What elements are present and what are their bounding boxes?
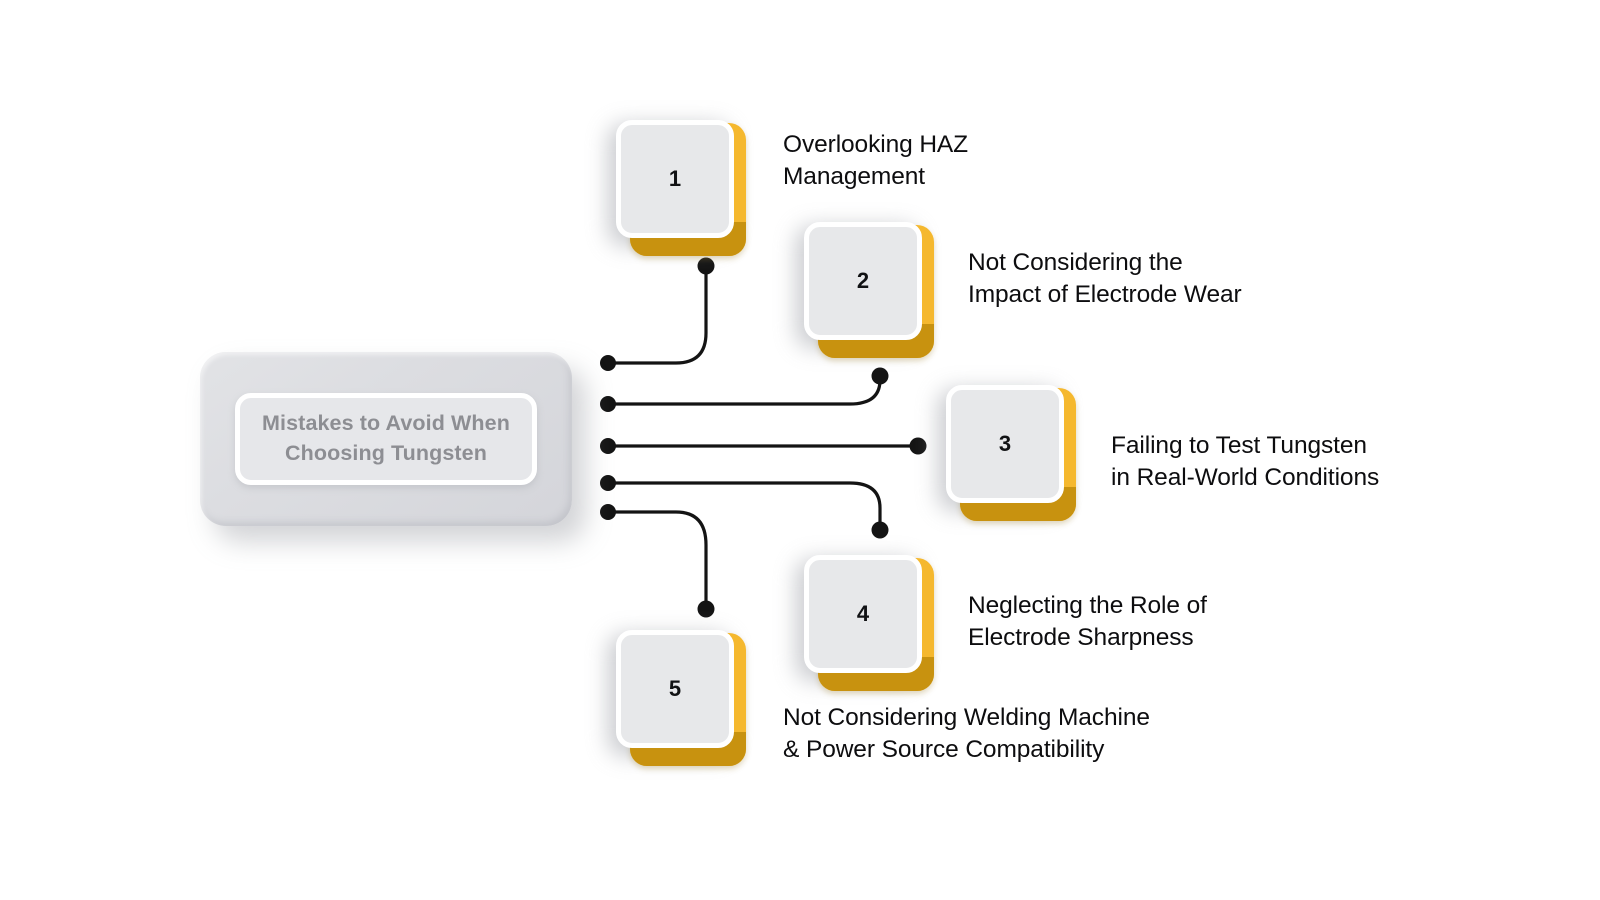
step-card-face-4: 4	[804, 555, 922, 673]
step-label-1: Overlooking HAZ Management	[783, 131, 969, 191]
step-card-stack-3: 3	[930, 375, 1076, 521]
step-card-face-2: 2	[804, 222, 922, 340]
step-card-face-5: 5	[616, 630, 734, 748]
step-label-2: Not Considering the Impact of Electrode …	[968, 249, 1242, 309]
step-number-4: 4	[856, 601, 870, 626]
connector-dot-end-hub-to-step-5	[697, 600, 715, 618]
connector-dot-end-hub-to-step-1	[697, 257, 715, 275]
step-label-4: Neglecting the Role of Electrode Sharpne…	[968, 592, 1207, 652]
step-number-5: 5	[668, 676, 682, 701]
connector-dot-start-hub-to-step-4	[600, 475, 616, 491]
step-number-1: 1	[668, 166, 682, 191]
step-number-2: 2	[856, 268, 870, 293]
connector-line-hub-to-step-5	[608, 510, 708, 609]
central-hub-inner-panel: Mistakes to Avoid When Choosing Tungsten	[235, 393, 537, 485]
step-card-stack-5: 5	[600, 620, 746, 766]
central-hub-card: Mistakes to Avoid When Choosing Tungsten	[200, 352, 572, 526]
connector-dot-start-hub-to-step-2	[600, 396, 616, 412]
central-hub-title: Mistakes to Avoid When Choosing Tungsten	[262, 411, 510, 465]
connector-line-hub-to-step-2	[608, 376, 882, 406]
step-card-stack-1: 1	[600, 110, 746, 256]
connector-dot-start-hub-to-step-5	[600, 504, 616, 520]
step-card-face-3: 3	[946, 385, 1064, 503]
step-card-stack-4: 4	[788, 545, 934, 691]
step-card-stack-2: 2	[788, 212, 934, 358]
step-number-3: 3	[998, 431, 1012, 456]
connector-dot-start-hub-to-step-3	[600, 438, 616, 454]
connector-line-hub-to-step-4	[608, 481, 882, 530]
step-card-face-1: 1	[616, 120, 734, 238]
step-label-5: Not Considering Welding Machine & Power …	[783, 704, 1150, 764]
connector-line-hub-to-step-1	[608, 266, 708, 365]
connector-dot-start-hub-to-step-1	[600, 355, 616, 371]
connector-dot-end-hub-to-step-4	[871, 521, 889, 539]
connector-dot-end-hub-to-step-3	[909, 437, 927, 455]
connector-dot-end-hub-to-step-2	[871, 367, 889, 385]
step-label-3: Failing to Test Tungsten in Real-World C…	[1111, 432, 1380, 492]
